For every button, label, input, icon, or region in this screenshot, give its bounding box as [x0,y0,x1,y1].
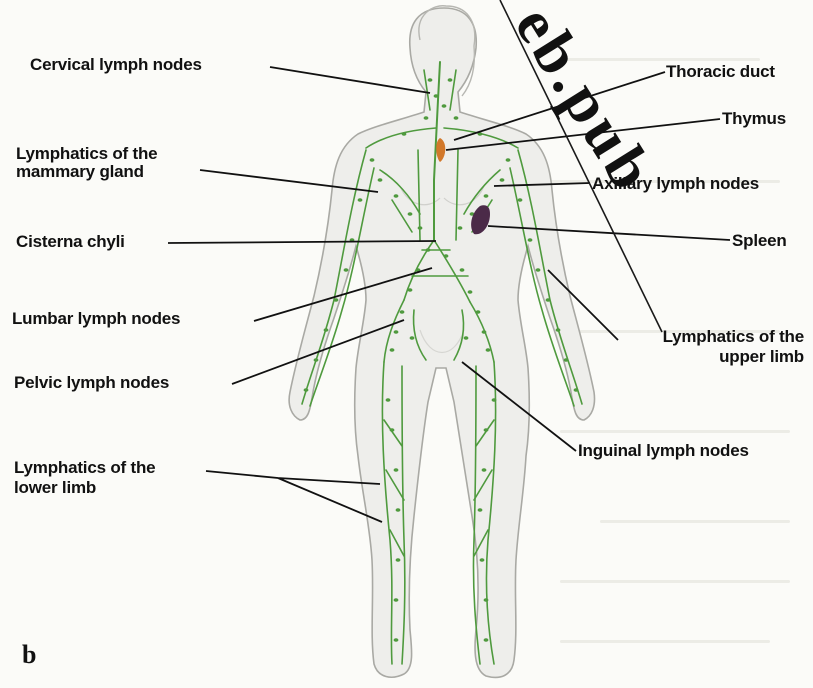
lymph-node-dot [370,158,375,162]
lymph-node-dot [468,290,473,294]
lymph-node-dot [324,328,329,332]
leader-cervical [270,67,430,93]
lymph-node-dot [454,116,459,120]
lymph-node-dot [536,268,541,272]
label-thoracic-duct: Thoracic duct [666,62,775,82]
lymph-node-dot [434,94,439,98]
lymph-node-dot [480,558,485,562]
lymph-node-dot [400,310,405,314]
label-upper-limb-line2: upper limb [620,347,804,367]
lymph-node-dot [528,238,533,242]
panel-label: b [22,640,36,670]
lymph-node-dot [482,468,487,472]
lymph-node-dot [334,298,339,302]
lymph-node-dot [492,398,497,402]
lymph-node-dot [386,398,391,402]
lymph-node-dot [476,310,481,314]
label-mammary-line2: mammary gland [16,162,144,182]
lymph-node-dot [458,226,463,230]
lymph-node-dot [418,226,423,230]
lymph-node-dot [518,198,523,202]
lymph-node-dot [410,336,415,340]
label-pelvic-lymph-nodes: Pelvic lymph nodes [14,373,169,393]
lymph-node-dot [484,638,489,642]
leader-lower-limb [206,471,382,522]
lymph-node-dot [402,132,407,136]
lymph-node-dot [546,298,551,302]
lymph-node-dot [314,358,319,362]
label-thymus: Thymus [722,109,786,129]
lymph-node-dot [408,212,413,216]
lymph-node-dot [442,104,447,108]
label-lower-limb-line2: lower limb [14,478,96,498]
lymph-node-dot [484,194,489,198]
lymph-node-dot [390,348,395,352]
lymph-node-dot [394,330,399,334]
lymph-node-dot [304,388,309,392]
lymph-node-dot [426,248,431,252]
lymph-node-dot [394,194,399,198]
lymph-node-dot [394,468,399,472]
lymph-node-dot [394,598,399,602]
lymph-node-dot [344,268,349,272]
lymph-node-dot [424,116,429,120]
lymph-node-dot [358,198,363,202]
lymph-node-dot [396,558,401,562]
label-upper-limb-line1: Lymphatics of the [620,327,804,347]
label-axillary-lymph-nodes: Axillary lymph nodes [592,174,759,194]
lymph-node-dot [574,388,579,392]
lymph-node-dot [448,78,453,82]
lymph-node-dot [556,328,561,332]
lymph-node-dot [506,158,511,162]
lymph-node-dot [484,428,489,432]
lymph-node-dot [390,428,395,432]
lymph-node-dot [564,358,569,362]
label-lumbar-lymph-nodes: Lumbar lymph nodes [12,309,180,329]
lymph-node-dot [394,638,399,642]
lymph-node-dot [408,288,413,292]
label-cisterna-chyli: Cisterna chyli [16,232,125,252]
lymph-node-dot [482,330,487,334]
lymph-node-dot [460,268,465,272]
lymph-node-dot [428,78,433,82]
lymph-node-dot [378,178,383,182]
lymph-node-dot [484,598,489,602]
label-cervical-lymph-nodes: Cervical lymph nodes [30,55,202,75]
lymph-node-dot [486,348,491,352]
lymph-node-dot [478,508,483,512]
lymph-node-dot [464,336,469,340]
lymph-node-dot [500,178,505,182]
lymph-node-dot [396,508,401,512]
label-lower-limb-line1: Lymphatics of the [14,458,155,478]
label-spleen: Spleen [732,231,787,251]
lymph-node-dot [444,254,449,258]
label-inguinal-lymph-nodes: Inguinal lymph nodes [578,441,749,461]
label-mammary-line1: Lymphatics of the [16,144,157,164]
